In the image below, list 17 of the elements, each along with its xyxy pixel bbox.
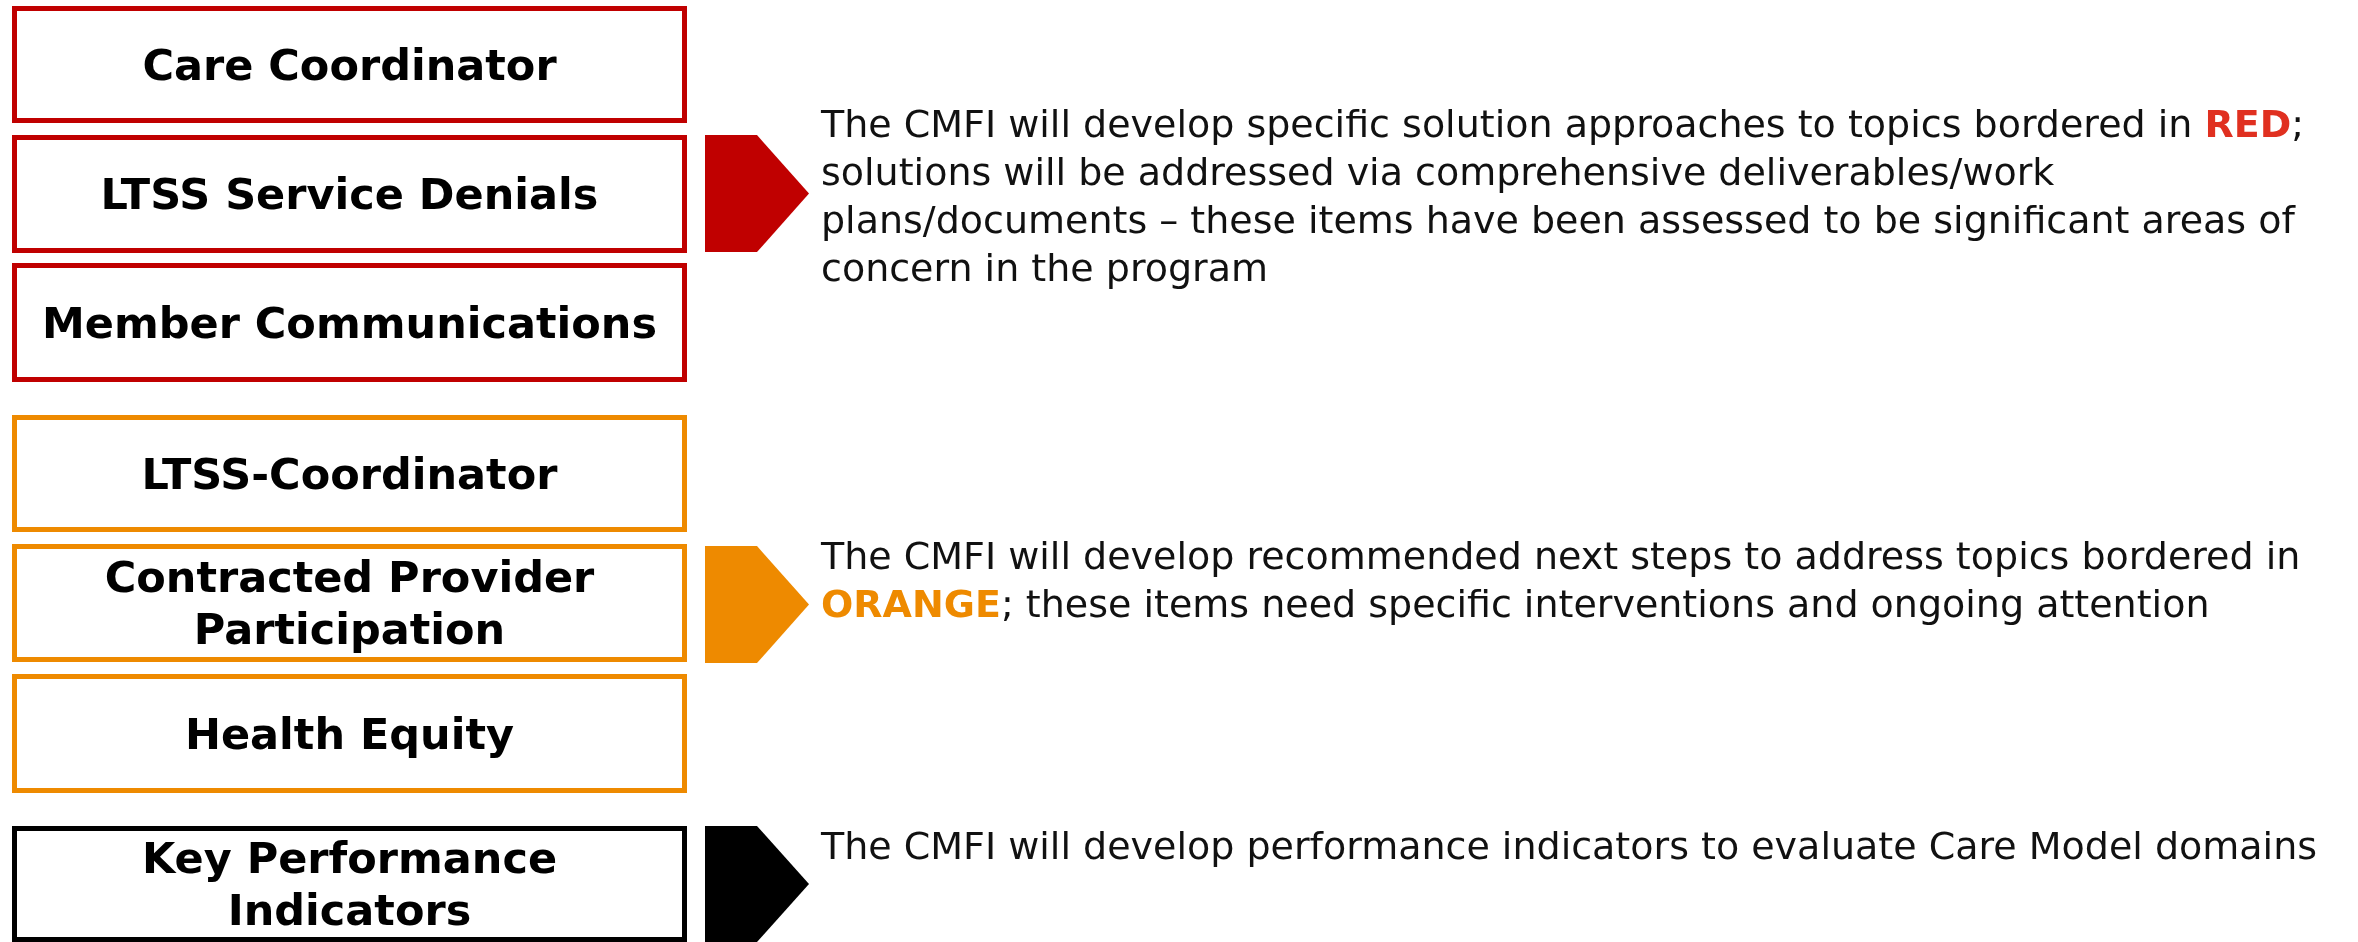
- topic-label: Member Communications: [41, 296, 658, 349]
- topic-box: [12, 263, 687, 382]
- description-text: The CMFI will develop recommended next steps to address topics bordered in ORANGE; these items need specific interventions and ongoing attention: [821, 533, 2302, 628]
- topic-box: [12, 135, 687, 253]
- topic-box: [12, 415, 687, 532]
- topic-box: [12, 674, 687, 793]
- description-text: The CMFI will develop performance indicators to evaluate Care Model domains: [821, 823, 2319, 870]
- topic-label: LTSS-Coordinator: [141, 447, 558, 500]
- topic-label: Key Performance Indicators: [140, 832, 559, 936]
- topic-box: [12, 544, 687, 662]
- topic-label: Care Coordinator: [142, 38, 557, 91]
- description-text: The CMFI will develop specific solution approaches to topics bordered in RED; solutions will be addressed via comprehensive deliverables/work plans/documents – these items have been assessed to be significant areas of concern in the program: [821, 101, 2306, 292]
- topic-box: [12, 6, 687, 123]
- topic-box: [12, 826, 687, 942]
- topic-label: LTSS Service Denials: [100, 168, 599, 220]
- topic-label: Health Equity: [184, 707, 515, 760]
- topic-label: Contracted Provider Participation: [103, 551, 596, 655]
